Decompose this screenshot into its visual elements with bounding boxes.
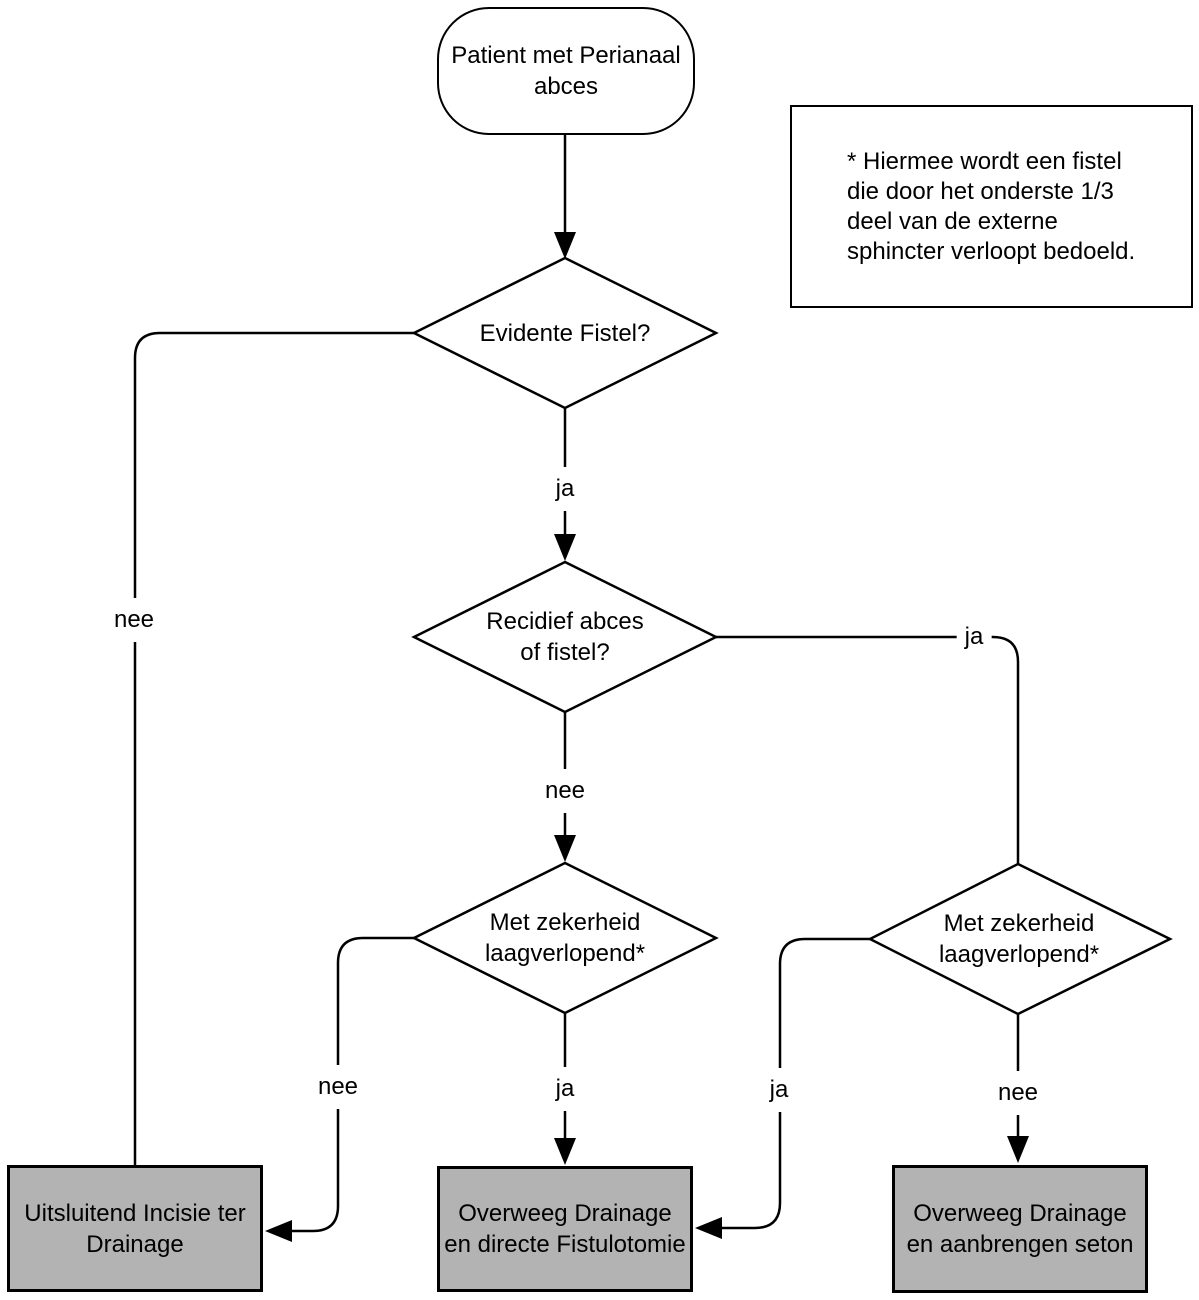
edge-label-recidief-ja: ja: [956, 615, 992, 659]
edge-label-evidente-nee: nee: [105, 598, 163, 642]
arrowhead-into-laag-center: [554, 835, 576, 862]
edge-label-laag-right-ja: ja: [761, 1068, 797, 1112]
decision-evidente-fistel-label: Evidente Fistel?: [479, 319, 651, 347]
decision-laag-right: Met zekerheid laagverlopend*: [868, 864, 1170, 1014]
footnote-text: * Hiermee wordt een fistel die door het …: [847, 147, 1136, 265]
decision-laag-center-label: Met zekerheid laagverlopend*: [484, 909, 646, 967]
edge-label-laag-center-nee: nee: [309, 1065, 367, 1109]
arrowhead-into-seton: [1007, 1136, 1029, 1163]
start-node: Patient met Perianaal abces: [437, 7, 695, 135]
outcome-incisie-drainage: Uitsluitend Incisie ter Drainage: [7, 1165, 263, 1292]
footnote-box: * Hiermee wordt een fistel die door het …: [790, 105, 1193, 308]
edge-label-laag-right-nee: nee: [989, 1071, 1047, 1115]
edge-label-evidente-ja: ja: [547, 467, 583, 511]
arrowhead-into-incisie-right: [265, 1220, 292, 1242]
decision-laag-center: Met zekerheid laagverlopend*: [414, 863, 716, 1013]
connector-recidief-ja: [716, 635, 1020, 864]
arrowhead-into-recidief: [554, 534, 576, 561]
decision-shape-recidief: [411, 560, 719, 714]
edge-label-recidief-nee: nee: [536, 769, 594, 813]
arrowhead-into-evidente: [554, 232, 576, 259]
edge-label-laag-center-ja: ja: [547, 1067, 583, 1111]
arrowhead-into-fistulotomie-right: [695, 1217, 722, 1239]
decision-laag-right-label: Met zekerheid laagverlopend*: [938, 910, 1100, 968]
outcome-incisie-drainage-label: Uitsluitend Incisie ter Drainage: [24, 1199, 246, 1258]
outcome-drainage-seton-label: Overweeg Drainage en aanbrengen seton: [906, 1200, 1134, 1258]
start-node-label: Patient met Perianaal abces: [451, 42, 681, 100]
connector-evidente-nee: [133, 331, 414, 1165]
decision-recidief-label: Recidief abces of fistel?: [486, 608, 644, 666]
arrowhead-into-fistulotomie-top: [554, 1138, 576, 1165]
outcome-drainage-fistulotomie: Overweeg Drainage en directe Fistulotomi…: [437, 1166, 693, 1292]
decision-shape-laag-center: [411, 861, 719, 1015]
decision-recidief: Recidief abces of fistel?: [414, 562, 716, 712]
decision-shape-evidente-fistel: [411, 256, 719, 410]
decision-shape-laag-right: [867, 862, 1173, 1016]
outcome-drainage-fistulotomie-label: Overweeg Drainage en directe Fistulotomi…: [444, 1200, 686, 1258]
decision-evidente-fistel: Evidente Fistel?: [414, 258, 716, 408]
outcome-drainage-seton: Overweeg Drainage en aanbrengen seton: [892, 1165, 1148, 1293]
